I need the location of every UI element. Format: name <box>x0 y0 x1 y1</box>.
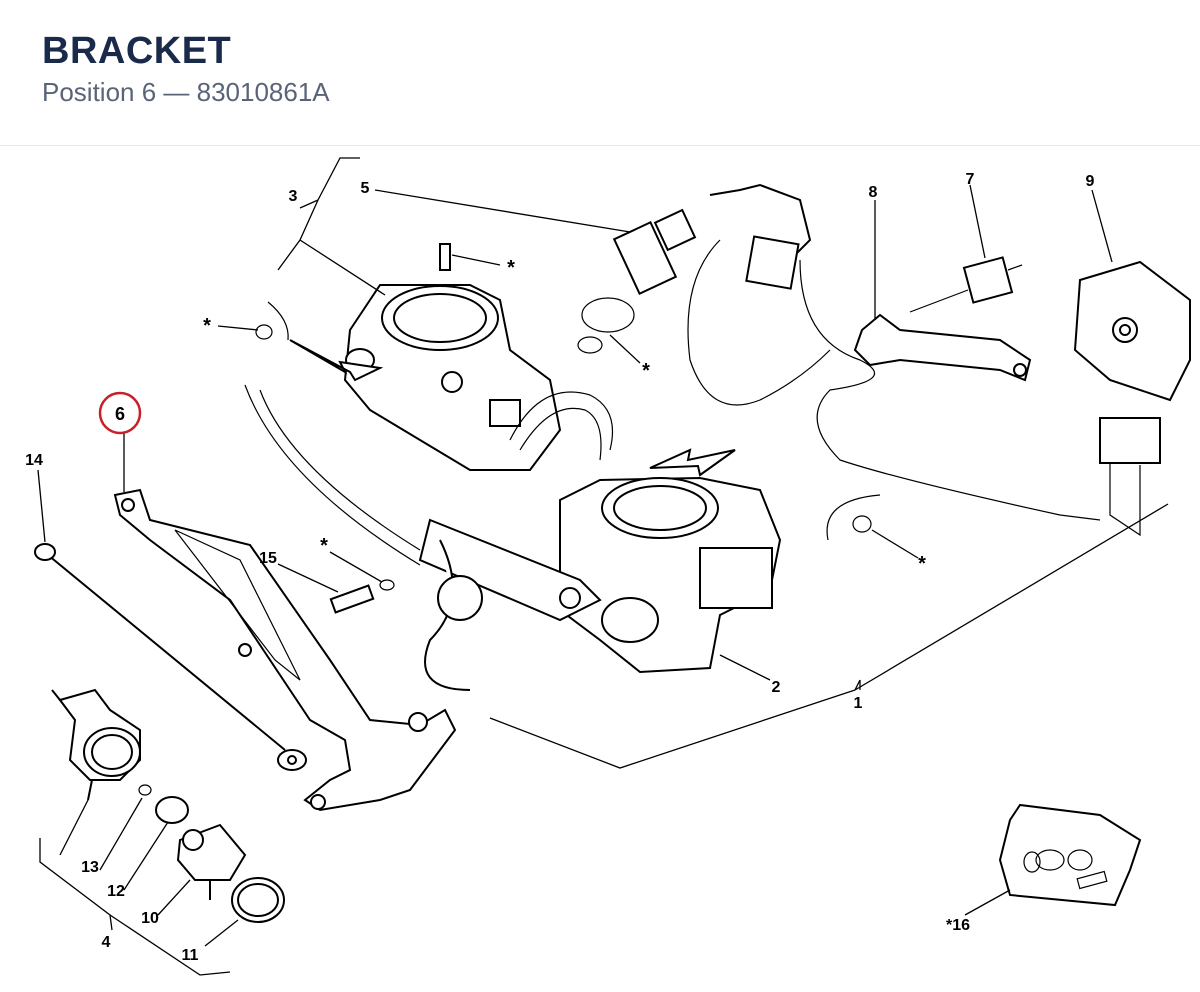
callout-star-3: * <box>642 360 650 382</box>
pressure-regulator-group <box>51 688 285 923</box>
group-bracket-3 <box>277 157 360 271</box>
hoses <box>244 384 614 566</box>
highlight-ring <box>98 391 142 435</box>
callout-7: 7 <box>966 171 975 188</box>
gasket-kit <box>998 803 1142 907</box>
washers <box>255 243 872 533</box>
callout-star-5: * <box>918 553 926 575</box>
callout-3: 3 <box>289 188 298 205</box>
direction-arrows <box>267 301 881 541</box>
header: BRACKET Position 6 — 83010861A <box>0 0 1200 146</box>
group-bracket-1 <box>489 503 1169 769</box>
page-subtitle: Position 6 — 83010861A <box>42 77 330 107</box>
exploded-parts-diagram: 1 2 3 4 5 6 7 8 9 10 11 12 13 14 15 *16 … <box>25 157 1191 976</box>
screw <box>329 579 395 614</box>
callout-4: 4 <box>102 934 111 951</box>
callout-11: 11 <box>182 947 199 964</box>
callout-15: 15 <box>259 550 277 567</box>
callout-star-1: * <box>203 315 211 337</box>
callout-14: 14 <box>25 452 43 469</box>
linkage-arm <box>418 518 602 691</box>
callout-6: 6 <box>115 404 125 424</box>
callout-12: 12 <box>107 883 125 900</box>
wiring-harness <box>687 183 1101 521</box>
page-title: BRACKET <box>42 30 232 72</box>
callout-labels: 1 2 3 4 5 6 7 8 9 10 11 12 13 14 15 *16 … <box>25 171 1094 964</box>
callout-1: 1 <box>854 695 863 712</box>
sensor-bracket <box>853 313 1032 382</box>
callout-5: 5 <box>361 180 370 197</box>
callout-10: 10 <box>141 910 159 927</box>
linkage-rod <box>34 543 307 771</box>
callout-13: 13 <box>81 859 99 876</box>
callout-16: *16 <box>946 917 970 934</box>
throttle-position-sensor <box>1073 260 1191 537</box>
callout-9: 9 <box>1086 173 1095 190</box>
callout-star-4: * <box>320 535 328 557</box>
sensor <box>909 256 1023 313</box>
group-bracket-4 <box>39 838 231 976</box>
bracket-part-6 <box>113 488 457 812</box>
injector <box>577 208 697 354</box>
callout-8: 8 <box>869 184 878 201</box>
throttle-body-rear <box>559 476 782 674</box>
leader-lines <box>37 184 1113 947</box>
callout-star-2: * <box>507 257 515 279</box>
throttle-body-front <box>343 284 562 471</box>
callout-2: 2 <box>772 679 781 696</box>
